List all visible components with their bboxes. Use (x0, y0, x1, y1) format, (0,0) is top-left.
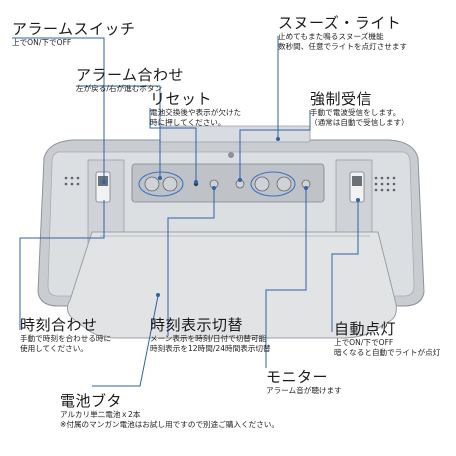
leader-lines (12, 36, 359, 387)
label-battery-cover-desc-1: アルカリ単二電池ｘ2本 (60, 410, 141, 419)
label-time-format: 時刻表示切替 メーン表示を時刻/日付で切替可能 時刻表示を12時間/24時間表示… (150, 316, 271, 354)
label-reset: リセット 電池交換後や表示が欠けた 時に押してください。 (150, 90, 241, 128)
label-auto-light: 自動点灯 上でON/下でOFF 暗くなると自動でライトが点灯 (334, 320, 440, 358)
light-button[interactable] (276, 176, 292, 192)
panel-buttons[interactable] (144, 176, 311, 192)
label-battery-cover-desc-2: ※付属のマンガン電池はお試し用ですので別途ご購入ください。 (60, 420, 279, 429)
label-reset-desc-1: 電池交換後や表示が欠けた (150, 108, 242, 117)
speaker-grille-icon (64, 176, 80, 186)
label-radio-receive: 強制受信 手動で電波受信をします。 （通常は自動で受信します） (310, 90, 409, 128)
label-battery-cover-title: 電池ブタ (60, 392, 123, 410)
label-auto-light-title: 自動点灯 (334, 320, 397, 338)
label-alarm-switch-title: アラームスイッチ (12, 20, 136, 38)
label-monitor: モニター アラーム音が聴けます (266, 368, 342, 396)
label-monitor-desc: アラーム音が聴けます (266, 386, 342, 395)
label-time-format-desc-1: メーン表示を時刻/日付で切替可能 (150, 334, 267, 343)
label-time-format-desc-2: 時刻表示を12時間/24時間表示切替 (150, 344, 271, 353)
label-snooze-light-title: スヌーズ・ライト (278, 14, 402, 32)
label-radio-receive-desc-1: 手動で電波受信をします。 (310, 108, 401, 117)
label-snooze-light-desc-1: 止めてもまた鳴るスヌーズ機能 (278, 32, 384, 41)
label-alarm-set-desc: 左が戻る/右が進むボタン (76, 84, 163, 93)
label-radio-receive-desc-2: （通常は自動で受信します） (310, 118, 409, 127)
label-time-set-title: 時刻合わせ (20, 316, 98, 334)
highlight-ring-snooze (250, 171, 296, 197)
snooze-button[interactable] (254, 176, 270, 192)
label-alarm-set-title: アラーム合わせ (76, 66, 185, 84)
speaker-grille-icon (374, 176, 396, 192)
label-battery-cover: 電池ブタ アルカリ単二電池ｘ2本 ※付属のマンガン電池はお試し用ですので別途ご購… (60, 392, 279, 430)
label-reset-desc-2: 時に押してください。 (150, 118, 226, 127)
label-reset-title: リセット (150, 90, 213, 108)
label-time-set-desc-2: 使用してください。 (20, 344, 88, 353)
label-auto-light-desc-2: 暗くなると自動でライトが点灯 (334, 348, 441, 357)
label-time-format-title: 時刻表示切替 (150, 316, 244, 334)
label-auto-light-desc-1: 上でON/下でOFF (334, 338, 394, 347)
label-snooze-light: スヌーズ・ライト 止めてもまた鳴るスヌーズ機能 数秒間、任意でライトを点灯させま… (278, 14, 407, 52)
label-time-set-desc-1: 手動で時刻を合わせる時に (20, 334, 112, 343)
label-alarm-set: アラーム合わせ 左が戻る/右が進むボタン (76, 66, 184, 94)
button-panel (131, 163, 325, 203)
alarm-forward-button[interactable] (162, 176, 178, 192)
alarm-back-button[interactable] (144, 176, 160, 192)
label-monitor-title: モニター (266, 368, 329, 386)
label-alarm-switch: アラームスイッチ 上でON/下でOFF (12, 20, 136, 48)
label-radio-receive-title: 強制受信 (310, 90, 373, 108)
leader-dots (102, 137, 360, 297)
slide-switch-icon[interactable] (349, 171, 365, 203)
label-time-set: 時刻合わせ 手動で時刻を合わせる時に 使用してください。 (20, 316, 111, 354)
screw-icon (228, 152, 234, 158)
highlight-ring-alarm (138, 171, 184, 197)
label-alarm-switch-desc: 上でON/下でOFF (12, 38, 72, 47)
label-snooze-light-desc-2: 数秒間、任意でライトを点灯させます (278, 42, 408, 51)
slide-switch-icon[interactable] (95, 171, 111, 203)
clock-stand (66, 231, 397, 339)
